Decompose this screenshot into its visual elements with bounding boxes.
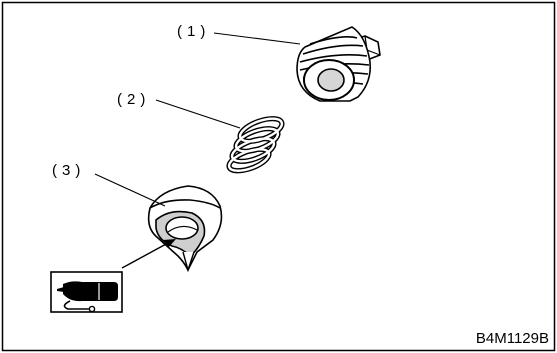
grease-arrow: [121, 239, 176, 269]
callout-part-1: (1): [177, 23, 211, 40]
leader-lines: [94, 32, 301, 207]
callout-part-2: (2): [117, 91, 151, 108]
part-3-ball-seat: [147, 185, 223, 273]
part-1-threaded-plug: [296, 26, 381, 102]
callout-part-3: (3): [52, 162, 86, 179]
grease-application-icon: [50, 271, 123, 313]
figure-code: B4M1129B: [475, 330, 549, 347]
